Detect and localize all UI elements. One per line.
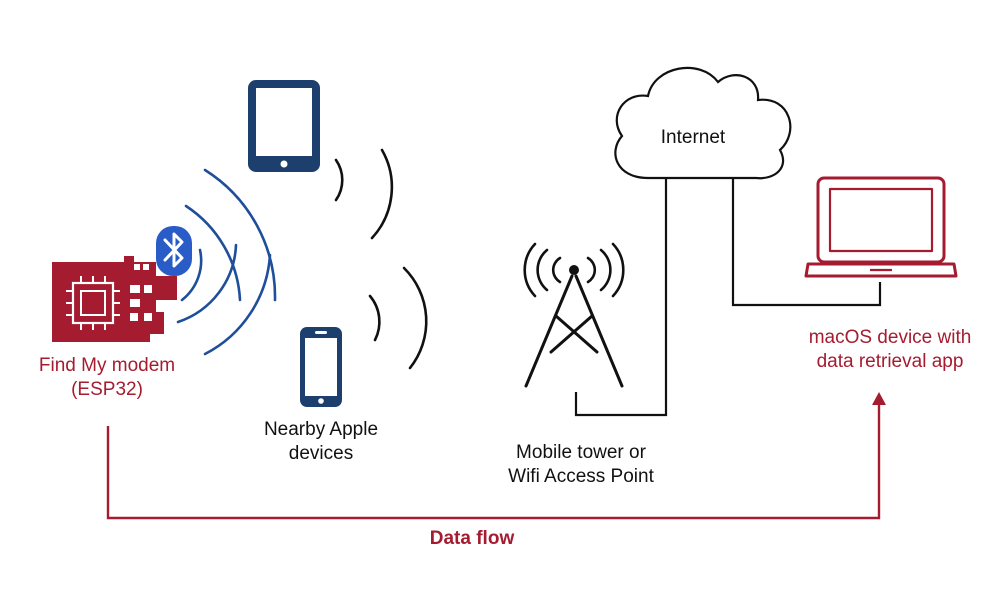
modem-label: Find My modem (ESP32) (22, 354, 192, 402)
mac-label-line1: macOS device with (808, 327, 972, 348)
modem-label-line2: (ESP32) (71, 379, 143, 400)
apple-devices-label: Nearby Apple devices (236, 418, 406, 466)
apple-devices-label-line2: devices (288, 443, 354, 464)
tower-label: Mobile tower or Wifi Access Point (476, 441, 686, 489)
cell-tower-icon (523, 242, 625, 388)
apple-devices-label-line1: Nearby Apple (263, 419, 379, 440)
data-flow-label: Data flow (429, 528, 515, 549)
circuit-board-icon (52, 256, 177, 342)
tower-label-line2: Wifi Access Point (508, 466, 654, 487)
tower-label-line1: Mobile tower or (516, 442, 646, 463)
internet-label: Internet (660, 127, 726, 148)
internet-mac-connector (731, 177, 882, 307)
mac-label-line2: data retrieval app (816, 351, 964, 372)
modem-signal-waves (176, 168, 277, 356)
data-flow-arrow (106, 392, 886, 520)
bluetooth-icon (156, 226, 192, 276)
smartphone-icon (300, 327, 342, 407)
laptop-icon (804, 176, 958, 278)
tablet-icon (248, 80, 320, 172)
cloud-icon (614, 66, 792, 180)
modem-label-line1: Find My modem (38, 355, 176, 376)
device-signal-waves (334, 148, 428, 370)
tower-internet-connector (574, 176, 668, 417)
mac-label: macOS device with data retrieval app (790, 326, 990, 374)
